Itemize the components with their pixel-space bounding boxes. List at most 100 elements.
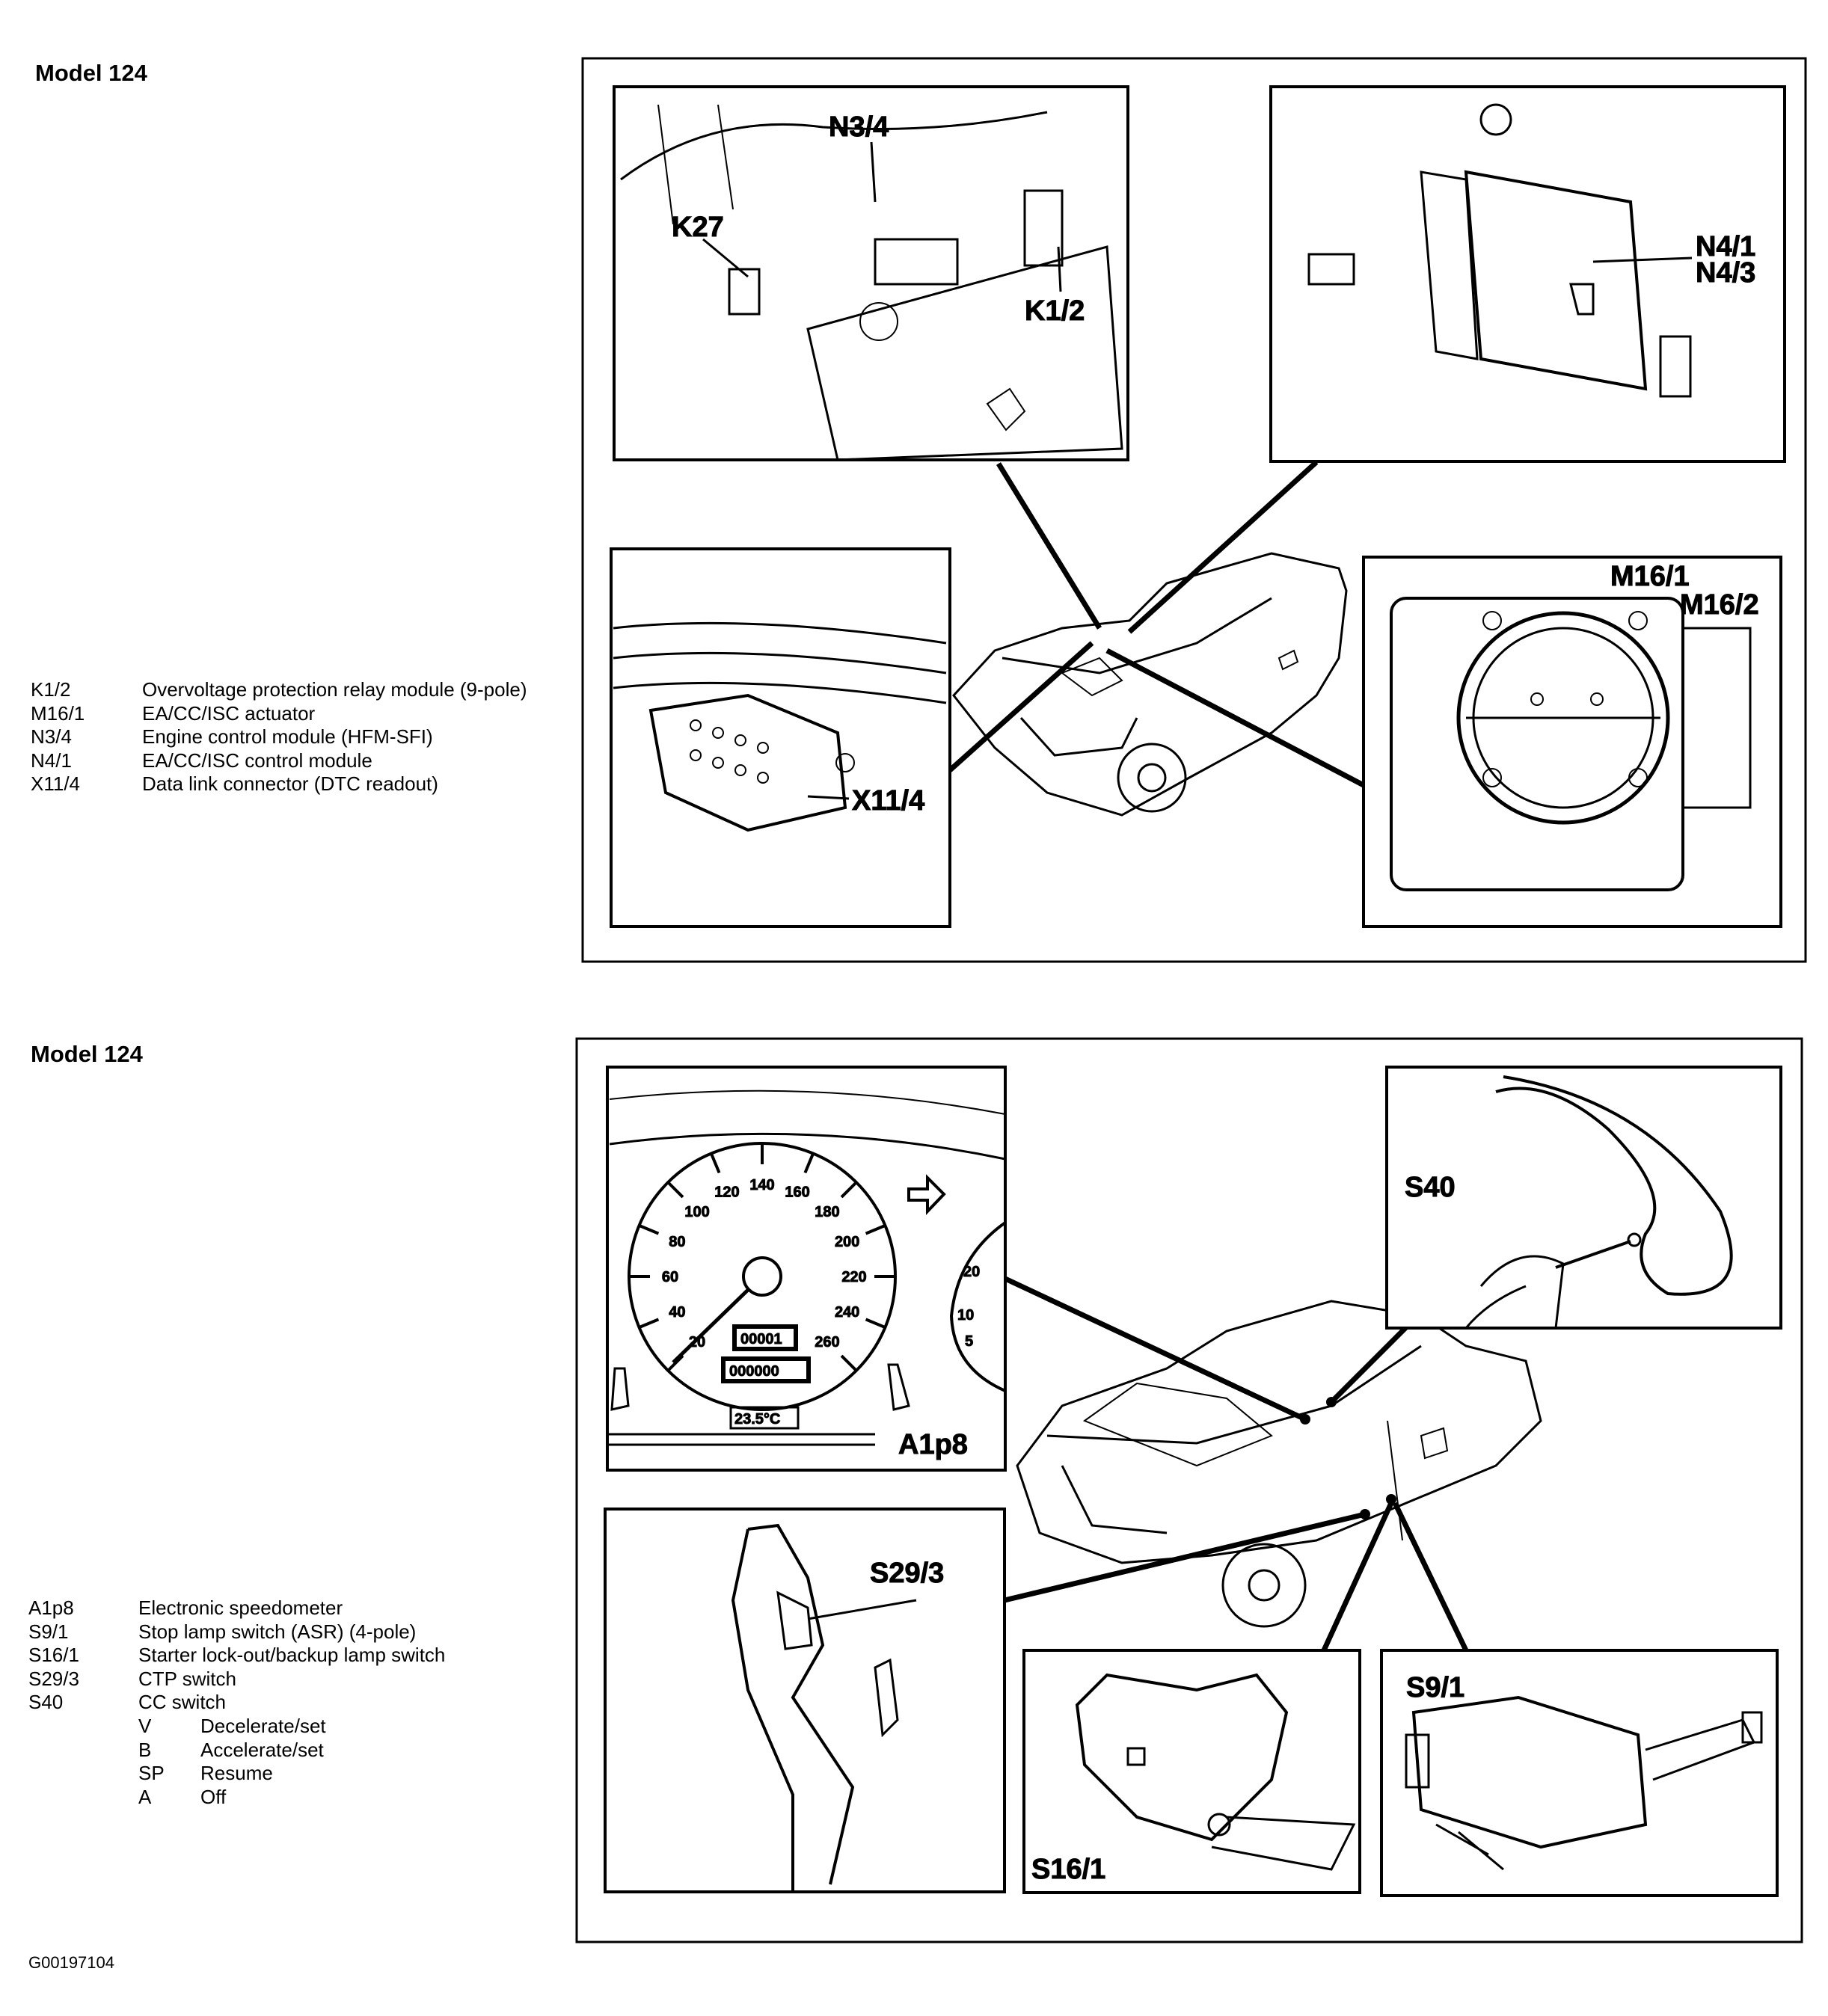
dial-label: 120: [714, 1184, 739, 1200]
sub-legend-code: A: [138, 1785, 152, 1808]
legend-row: S29/3 CTP switch: [28, 1668, 507, 1691]
legend-desc: Starter lock-out/backup lamp switch: [138, 1644, 446, 1667]
top-figure-frame: [581, 57, 1807, 963]
panel-cc-switch: S40: [1385, 1066, 1782, 1330]
speedometer-needle: [672, 1288, 749, 1364]
dial-tick: [803, 1152, 815, 1174]
dial-label: 200: [835, 1234, 859, 1250]
bottom-figure-title: Model 124: [31, 1041, 143, 1067]
sub-legend-row: B Accelerate/set: [28, 1739, 507, 1763]
dial-tick: [840, 1181, 858, 1199]
temperature-display: [729, 1406, 800, 1430]
sub-legend-row: SP Resume: [28, 1762, 507, 1786]
panel-starter-lockout-switch: S16/1: [1022, 1649, 1361, 1894]
legend-code: S40: [28, 1691, 64, 1714]
dial-tick: [865, 1318, 886, 1329]
dial-tick: [638, 1318, 660, 1329]
legend-desc: Engine control module (HFM-SFI): [142, 725, 433, 749]
turn-signal-arrow-icon: [907, 1174, 946, 1215]
legend-desc: Electronic speedometer: [138, 1596, 343, 1619]
callout-m16-2: M16/2: [1680, 589, 1759, 621]
sub-legend-code: B: [138, 1738, 152, 1761]
dial-label: 140: [749, 1177, 774, 1193]
top-figure-title: Model 124: [35, 60, 147, 86]
callout-a1p8: A1p8: [898, 1429, 968, 1460]
top-legend: K1/2 Overvoltage protection relay module …: [31, 678, 569, 796]
dial-label: 60: [662, 1269, 678, 1285]
dial-tick: [666, 1354, 684, 1372]
legend-code: M16/1: [31, 701, 85, 725]
legend-code: S9/1: [28, 1620, 69, 1643]
legend-row: S9/1 Stop lamp switch (ASR) (4-pole): [28, 1620, 507, 1644]
gauge-label: 5: [965, 1333, 973, 1350]
trip-display: [732, 1324, 798, 1351]
odometer-display: [721, 1356, 811, 1383]
dial-label: 80: [669, 1234, 685, 1250]
sub-legend-code: V: [138, 1714, 152, 1737]
panel-ctp-switch: S29/3: [604, 1508, 1006, 1893]
needle-hub: [742, 1256, 782, 1297]
sub-legend-desc: Resume: [200, 1762, 273, 1785]
panel-actuator: M16/1 M16/2: [1362, 556, 1782, 928]
sub-legend-desc: Off: [200, 1785, 227, 1808]
sub-legend-row: A Off: [28, 1786, 507, 1810]
legend-code: N4/1: [31, 749, 72, 772]
legend-row: X11/4 Data link connector (DTC readout): [31, 772, 569, 796]
callout-s16-1: S16/1: [1031, 1854, 1105, 1885]
gauge-label: 20: [963, 1264, 980, 1280]
dial-tick: [666, 1181, 684, 1199]
callout-n3-4: N3/4: [829, 111, 889, 143]
legend-row: S40 CC switch: [28, 1691, 507, 1715]
gauge-label: 10: [957, 1307, 974, 1324]
trip-display-value: 00001: [740, 1331, 782, 1347]
sub-legend-desc: Decelerate/set: [200, 1714, 326, 1737]
leader-dots: [1300, 1397, 1396, 1519]
legend-code: S16/1: [28, 1644, 79, 1667]
dial-label: 180: [815, 1204, 839, 1220]
callout-s29-3: S29/3: [870, 1558, 944, 1589]
legend-code: K1/2: [31, 678, 71, 701]
figure-id: G00197104: [28, 1953, 114, 1972]
callout-m16-1: M16/1: [1610, 561, 1690, 592]
sub-legend-desc: Accelerate/set: [200, 1738, 324, 1761]
callout-k27: K27: [672, 212, 724, 243]
dial-tick: [710, 1152, 721, 1174]
dial-label: 100: [684, 1204, 709, 1220]
bottom-figure-frame: [575, 1037, 1803, 1943]
dial-label: 220: [841, 1269, 866, 1285]
sub-legend-code: SP: [138, 1762, 165, 1785]
dial-tick: [865, 1224, 886, 1235]
callout-n4-3: N4/3: [1696, 257, 1755, 289]
legend-desc: Stop lamp switch (ASR) (4-pole): [138, 1620, 417, 1643]
legend-row: K1/2 Overvoltage protection relay module …: [31, 678, 569, 702]
legend-desc: CTP switch: [138, 1667, 236, 1690]
legend-code: S29/3: [28, 1667, 79, 1690]
callout-k1-2: K1/2: [1025, 295, 1085, 327]
panel-control-module: N4/1 N4/3: [1269, 85, 1786, 463]
legend-row: S16/1 Starter lock-out/backup lamp switch: [28, 1644, 507, 1668]
callout-n4-1: N4/1: [1696, 231, 1755, 262]
dial-label: 240: [835, 1304, 859, 1321]
dial-tick: [840, 1354, 858, 1372]
legend-code: X11/4: [31, 772, 81, 796]
dial-label: 160: [785, 1184, 809, 1200]
legend-desc: Data link connector (DTC readout): [142, 772, 438, 796]
panel-stop-lamp-switch: S9/1: [1380, 1649, 1779, 1897]
dial-label: 20: [689, 1334, 705, 1350]
dial-label: 260: [815, 1334, 839, 1350]
callout-s40: S40: [1405, 1172, 1456, 1203]
callout-s9-1: S9/1: [1406, 1672, 1464, 1703]
legend-desc: Overvoltage protection relay module (9-p…: [142, 678, 527, 701]
sub-legend-row: V Decelerate/set: [28, 1715, 507, 1739]
panel-engine-bay: N3/4 K27 K1/2: [613, 85, 1129, 461]
legend-code: N3/4: [31, 725, 72, 749]
legend-desc: CC switch: [138, 1691, 227, 1714]
car-illustration-top: [952, 552, 1348, 817]
leader-lines-bottom: [1004, 1276, 1469, 1652]
